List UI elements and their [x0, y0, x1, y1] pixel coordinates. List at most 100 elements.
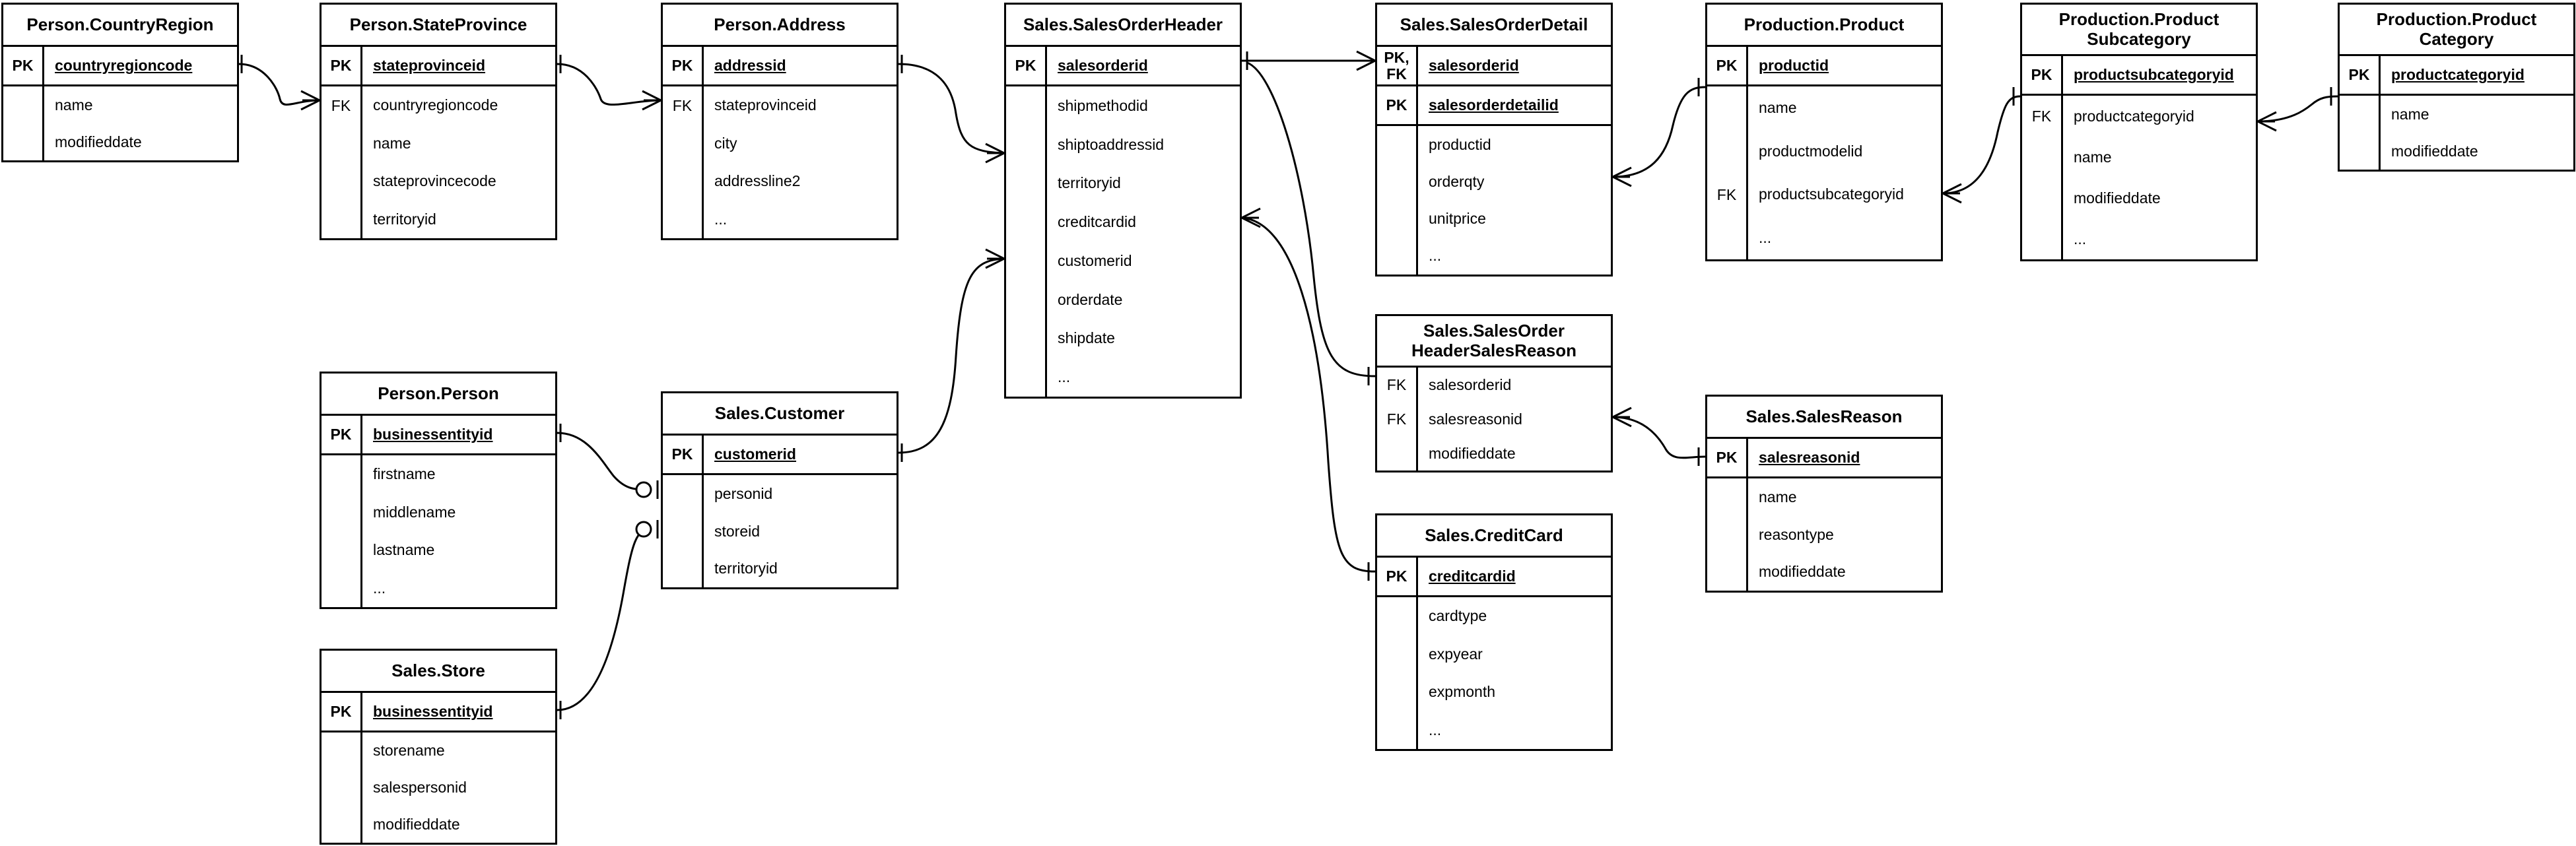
field-name: shipdate	[1058, 329, 1115, 347]
key-column: FK	[663, 86, 704, 238]
field-name: addressline2	[714, 172, 801, 190]
edge-customer-salesorderheader	[898, 257, 1005, 454]
key-marker	[1006, 319, 1045, 358]
key-marker	[1377, 436, 1416, 471]
key-marker: FK	[331, 96, 351, 114]
field-name: creditcardid	[1058, 213, 1136, 231]
crowfoot-salesorderdetail	[1356, 50, 1376, 71]
entity-title: Sales.SalesOrder HeaderSalesReason	[1377, 316, 1611, 368]
edge-stateprovince-address	[557, 63, 661, 106]
key-marker	[663, 162, 702, 201]
edge-salesorderheader-creditcard	[1241, 216, 1376, 573]
key-marker: FK	[1386, 375, 1407, 393]
field-name: name	[1759, 488, 1797, 505]
key-marker: PK	[322, 693, 362, 731]
field-name: lastname	[373, 541, 435, 559]
field-name: productmodelid	[1759, 142, 1863, 160]
key-marker: PK	[3, 47, 44, 84]
edge-address-salesorderheader	[898, 63, 1005, 154]
field-name: ...	[1429, 247, 1442, 265]
key-marker	[1377, 635, 1416, 674]
key-marker	[1006, 164, 1045, 203]
key-marker	[322, 162, 360, 201]
key-column	[2340, 96, 2381, 170]
key-column: FK	[322, 86, 362, 238]
key-column: FK	[1707, 86, 1748, 259]
key-marker	[663, 125, 702, 163]
field-name: orderdate	[1058, 290, 1123, 308]
field-name: salespersonid	[373, 779, 467, 796]
key-marker: PK	[1377, 558, 1418, 595]
key-marker	[1707, 478, 1746, 516]
key-marker: PK	[663, 47, 704, 84]
key-marker	[1377, 163, 1416, 200]
field-name: businessentityid	[373, 426, 493, 443]
field-name: modifieddate	[55, 133, 142, 150]
field-name: middlename	[373, 503, 456, 521]
key-marker	[322, 569, 360, 608]
field-name: stateprovinceid	[714, 96, 817, 114]
key-marker	[1377, 238, 1416, 275]
field-name: productcategoryid	[2391, 66, 2525, 83]
field-name: shipmethodid	[1058, 96, 1148, 114]
field-name: creditcardid	[1429, 568, 1516, 585]
field-name: productsubcategoryid	[2074, 66, 2234, 83]
crowfoot-stateprovince	[300, 90, 320, 111]
entity-title: Person.CountryRegion	[3, 5, 237, 47]
field-name: productcategoryid	[2074, 107, 2194, 125]
key-marker	[2022, 178, 2061, 218]
entity-title: Production.Product Subcategory	[2022, 5, 2256, 56]
key-column	[1377, 126, 1418, 275]
key-column	[322, 732, 362, 843]
key-marker	[1707, 553, 1746, 591]
key-column	[1707, 478, 1748, 591]
field-name: salesorderid	[1429, 57, 1519, 74]
field-name: salesreasonid	[1429, 410, 1522, 428]
edge-salesorderheader-salesreasonjunction	[1246, 61, 1376, 377]
field-name: ...	[373, 579, 386, 597]
entity-title: Sales.CreditCard	[1377, 515, 1611, 558]
field-name: salesorderdetailid	[1429, 96, 1559, 114]
field-name: countryregioncode	[55, 57, 193, 74]
key-marker: PK	[1707, 439, 1748, 476]
key-marker	[1006, 242, 1045, 280]
field-name: modifieddate	[373, 815, 460, 833]
key-column	[663, 475, 704, 587]
field-name: ...	[2074, 230, 2087, 247]
field-name: name	[2391, 105, 2429, 123]
crowfoot-salesreasonid-source	[1612, 407, 1632, 428]
key-marker	[2340, 96, 2379, 133]
field-name: storename	[373, 742, 445, 760]
field-name: productsubcategoryid	[1759, 185, 1904, 203]
